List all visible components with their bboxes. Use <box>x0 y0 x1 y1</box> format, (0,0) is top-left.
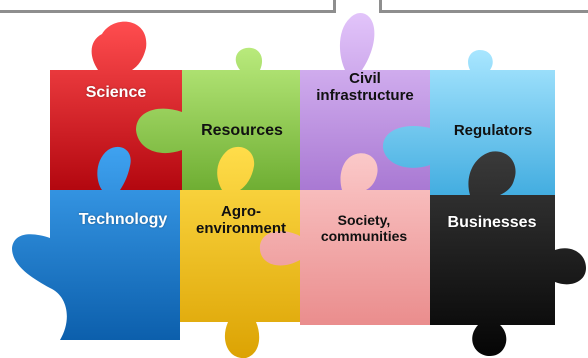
piece-agro <box>180 146 300 358</box>
frame-line-right <box>379 10 588 13</box>
label-technology: Technology <box>78 211 168 228</box>
piece-resources <box>136 47 300 191</box>
piece-technology <box>12 146 227 340</box>
frame-line-left <box>0 10 336 13</box>
frame-line-left-drop <box>333 0 336 13</box>
piece-society <box>259 153 430 325</box>
frame-line-right-drop <box>379 0 382 13</box>
label-businesses: Businesses <box>447 214 537 231</box>
label-science: Science <box>85 84 147 101</box>
label-civil-infrastructure: Civil infrastructure <box>316 70 414 105</box>
label-regulators: Regulators <box>453 122 533 139</box>
label-resources: Resources <box>201 122 283 139</box>
label-society-communities: Society, communities <box>320 212 408 245</box>
piece-businesses <box>430 151 586 356</box>
label-agro-environment: Agro- environment <box>195 203 286 238</box>
piece-regulators <box>382 50 555 195</box>
